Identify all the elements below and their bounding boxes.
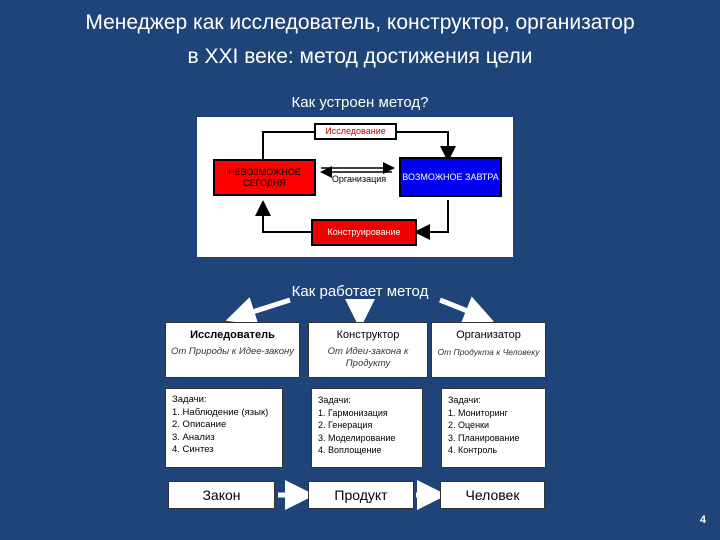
- tasks-researcher: Задачи: 1. Наблюдение (язык) 2. Описание…: [165, 388, 283, 468]
- connector-research-loop: [262, 131, 314, 160]
- task-item: 3. Планирование: [448, 432, 520, 443]
- role-card-organizer: Организатор От Продукта к Человеку: [431, 322, 546, 378]
- tasks-organizer: Задачи: 1. Мониторинг 2. Оценки 3. Плани…: [441, 388, 546, 468]
- arrow-to-organizer: [439, 296, 494, 325]
- slide-title-line2: в XXI веке: метод достижения цели: [187, 45, 533, 68]
- subtitle-how-works: Как работает метод: [291, 283, 429, 300]
- role-subtitle: От Продукта к Человеку: [437, 347, 540, 357]
- role-title: Организатор: [456, 329, 521, 341]
- tasks-label: Задачи:: [318, 395, 351, 405]
- subtitle-how-built: Как устроен метод?: [291, 94, 429, 111]
- possible-tomorrow-box: ВОЗМОЖНОЕ ЗАВТРА: [399, 157, 502, 197]
- task-item: 2. Оценки: [448, 420, 490, 430]
- task-item: 2. Описание: [172, 419, 227, 430]
- tasks-constructor: Задачи: 1. Гармонизация 2. Генерация 3. …: [311, 388, 423, 468]
- tasks-label: Задачи:: [172, 394, 207, 405]
- construction-box: Конструирование: [311, 219, 417, 246]
- task-item: 4. Контроль: [448, 445, 498, 455]
- result-person: Человек: [440, 481, 545, 509]
- result-law: Закон: [168, 481, 275, 509]
- task-item: 1. Наблюдение (язык): [172, 406, 269, 418]
- task-item: 3. Анализ: [172, 431, 215, 443]
- task-item: 4. Воплощение: [318, 445, 382, 455]
- connector-construction-loop: [414, 200, 449, 240]
- tasks-label: Задачи:: [448, 395, 481, 405]
- result-product: Продукт: [308, 481, 414, 509]
- task-item: 4. Синтез: [172, 444, 214, 455]
- task-item: 1. Мониторинг: [448, 407, 508, 418]
- task-item: 3. Моделирование: [318, 432, 396, 443]
- role-card-constructor: Конструктор От Идеи-закона к Продукту: [308, 322, 428, 378]
- role-title: Конструктор: [336, 329, 400, 341]
- role-subtitle: От Природы к Идее-закону: [170, 346, 295, 357]
- research-box: Исследование: [314, 123, 397, 140]
- page-number: 4: [699, 514, 706, 526]
- arrow-to-researcher: [225, 297, 291, 326]
- organization-label: Организация: [331, 174, 387, 184]
- role-card-researcher: Исследователь От Природы к Идее-закону: [165, 322, 300, 378]
- impossible-today-box: НЕВОЗМОЖНОЕ СЕГОДНЯ: [213, 159, 316, 196]
- role-subtitle: От Идеи-закона к Продукту: [327, 346, 409, 369]
- task-item: 2. Генерация: [318, 420, 373, 430]
- slide-title-line1: Менеджер как исследователь, конструктор,…: [85, 11, 635, 34]
- task-item: 1. Гармонизация: [318, 407, 388, 418]
- role-title: Исследователь: [190, 329, 275, 341]
